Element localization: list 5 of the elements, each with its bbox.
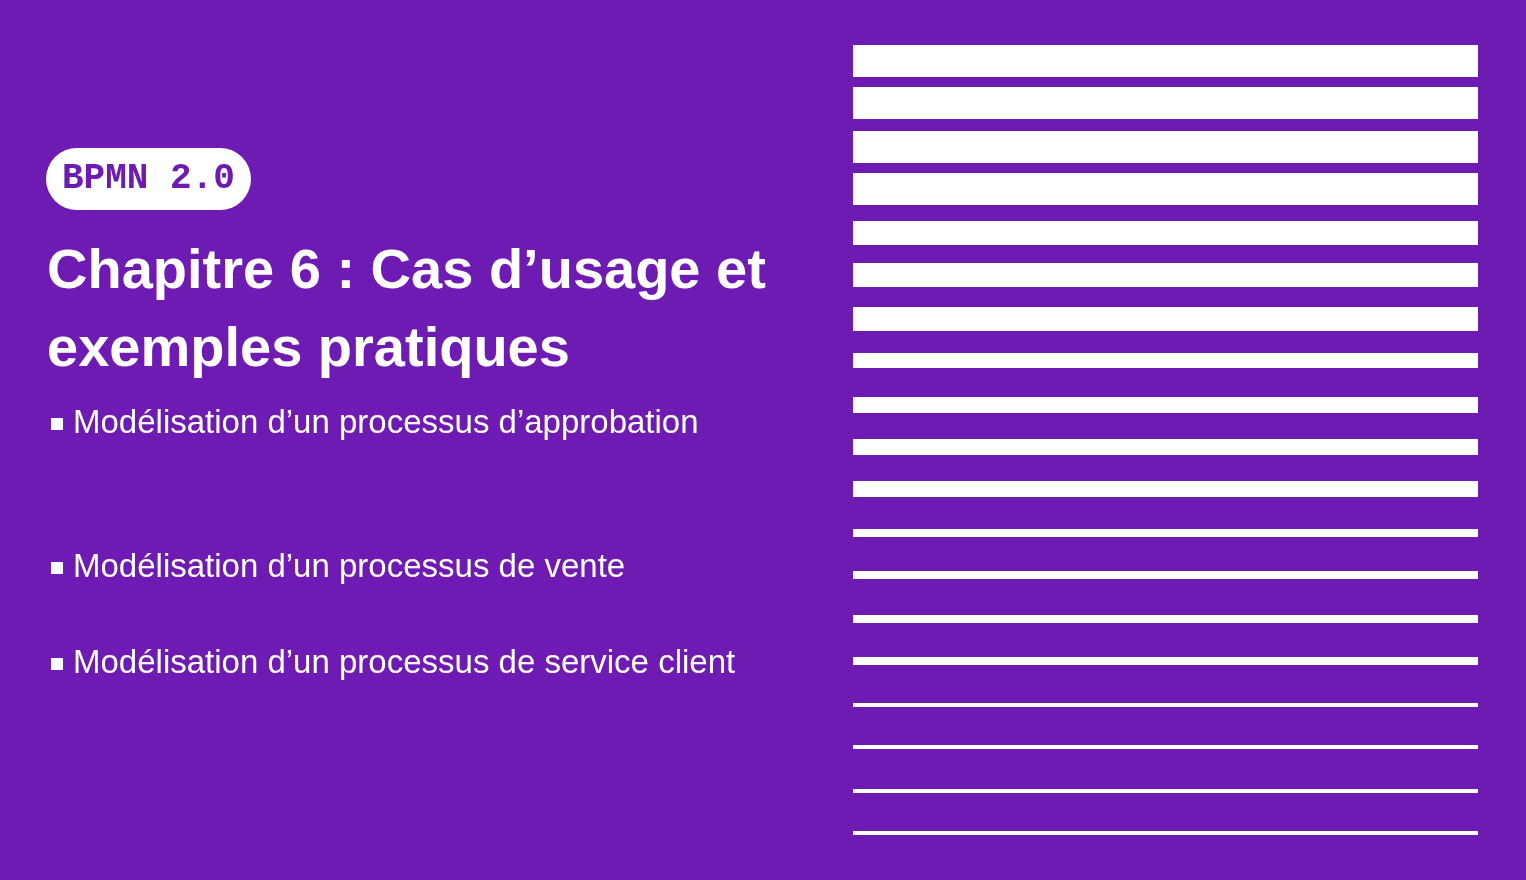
- bullet-text: Modélisation d’un processus d’approbation: [73, 403, 699, 440]
- tag-badge: BPMN 2.0: [46, 148, 251, 210]
- slide-title: Chapitre 6 : Cas d’usage et exemples pratiques: [47, 236, 767, 380]
- bullet-text: Modélisation d’un processus de service client: [73, 643, 736, 680]
- bullet-text: Modélisation d’un processus de vente: [73, 547, 626, 584]
